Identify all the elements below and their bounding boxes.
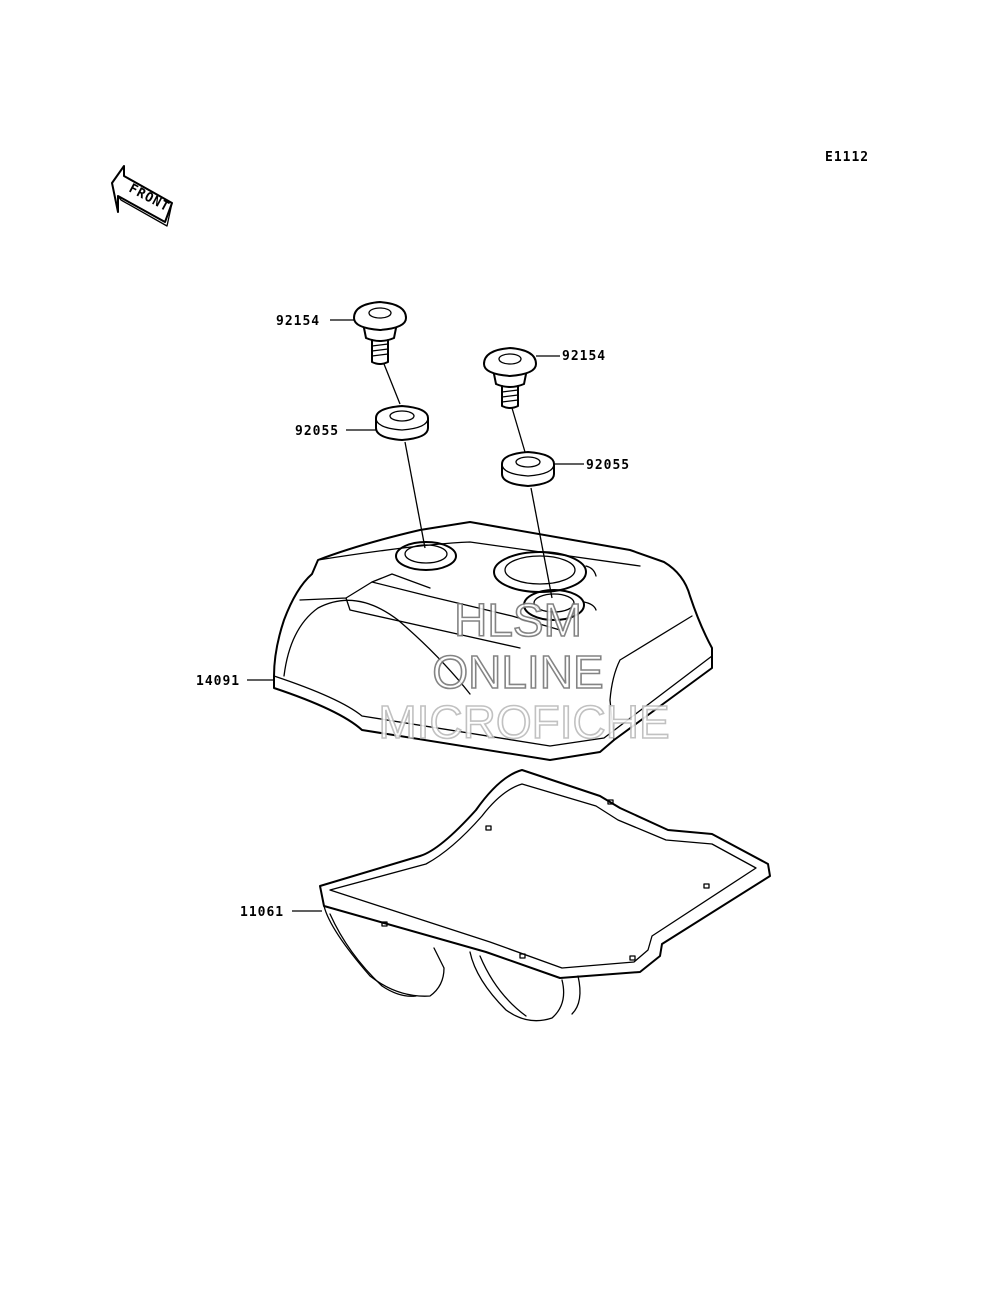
part-label-cylinder-head-cover: 14091 (196, 674, 240, 689)
washer-right (501, 451, 555, 487)
front-arrow-icon: FRONT (111, 165, 173, 227)
watermark: HLSM ONLINE MICROFICHE (378, 593, 671, 749)
diagram-code: E1112 (825, 150, 869, 165)
part-label-washer-right: 92055 (586, 458, 630, 473)
part-label-bolt-right: 92154 (562, 349, 606, 364)
cylinder-head-cover (273, 521, 713, 761)
part-label-washer-left: 92055 (295, 424, 339, 439)
part-label-bolt-left: 92154 (276, 314, 320, 329)
bolt-left (353, 301, 407, 365)
watermark-line1: HLSM (454, 594, 582, 646)
front-label: FRONT (126, 181, 172, 215)
gasket (319, 769, 771, 1022)
watermark-line2: ONLINE (432, 646, 603, 698)
watermark-line3: MICROFICHE (378, 696, 669, 748)
bolt-right (483, 347, 537, 409)
washer-left (375, 405, 429, 441)
part-label-gasket: 11061 (240, 905, 284, 920)
